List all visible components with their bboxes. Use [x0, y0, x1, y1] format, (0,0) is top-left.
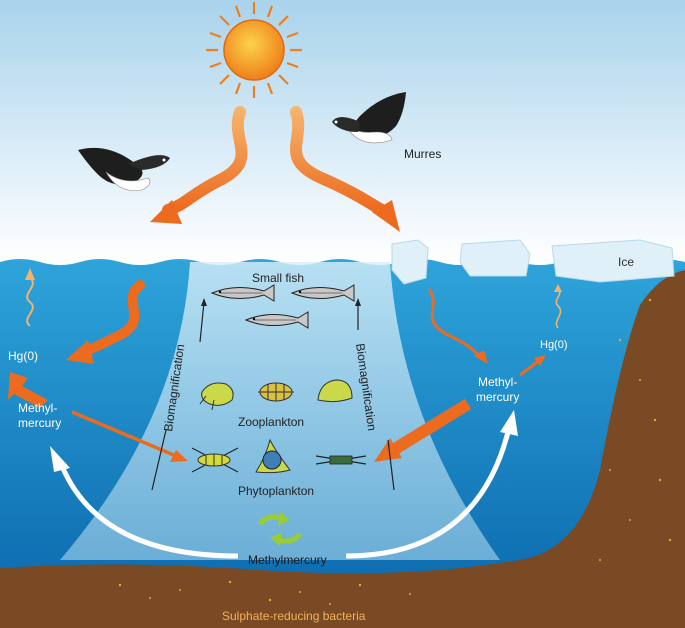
fish-icon: [290, 284, 355, 302]
light-cone: [60, 262, 500, 560]
label-methylmercury-left-line2: mercury: [18, 416, 61, 430]
cycle-arrow-right: [345, 410, 518, 559]
label-phytoplankton: Phytoplankton: [238, 484, 314, 498]
hg0-wave-left: [25, 268, 35, 327]
biomag-arrow-left: [151, 298, 207, 491]
sediment-seafloor: [0, 270, 685, 628]
arrow-methylmercury-to-hg0-right: [519, 355, 546, 377]
hg0-wave-right: [554, 284, 562, 329]
label-sulphate-reducing-bacteria: Sulphate-reducing bacteria: [222, 609, 366, 623]
zooplankton-icon: [258, 382, 294, 402]
ice-floes: [391, 239, 675, 285]
phytoplankton-icon: [191, 447, 239, 473]
label-small-fish: Small fish: [252, 271, 304, 285]
label-methylmercury-right-line1: Methyl-: [478, 375, 517, 389]
label-zooplankton: Zooplankton: [238, 415, 304, 429]
phytoplankton-icon: [255, 438, 291, 474]
sky: [0, 0, 685, 262]
cycle-arrow-left: [50, 446, 239, 559]
sunlight-arrow-left: [150, 106, 248, 224]
label-murres: Murres: [404, 147, 441, 161]
arrow-ice-to-methylmercury-right: [428, 288, 488, 364]
arrow-methylmercury-to-phytoplankton-right: [374, 398, 472, 462]
zooplankton-icon: [199, 382, 234, 411]
phytoplankton-icon: [315, 455, 367, 465]
label-methylmercury-bottom: Methylmercury: [248, 553, 327, 567]
murre-bird-icon: [78, 147, 170, 191]
recycle-icon: [258, 512, 302, 546]
biomag-arrow-right: [355, 298, 395, 491]
label-hg0-right: Hg(0): [540, 339, 568, 351]
label-methylmercury-right-line2: mercury: [476, 390, 519, 404]
label-methylmercury-left-line1: Methyl-: [18, 401, 57, 415]
arrow-methylmercury-to-phytoplankton-left: [71, 410, 188, 462]
arrow-methylmercury-to-hg0-left: [8, 372, 48, 408]
label-hg0-left: Hg(0): [8, 349, 38, 363]
sunlight-arrow-right: [290, 106, 400, 232]
arrow-surface-to-methylmercury-left: [66, 280, 145, 364]
label-ice: Ice: [618, 255, 634, 269]
zooplankton-icon: [317, 379, 353, 403]
murre-bird-icon: [332, 92, 406, 144]
sediment-grains: [118, 298, 672, 605]
fish-icon: [210, 284, 275, 302]
sun-icon: [206, 2, 302, 98]
fish-icon: [244, 311, 309, 329]
